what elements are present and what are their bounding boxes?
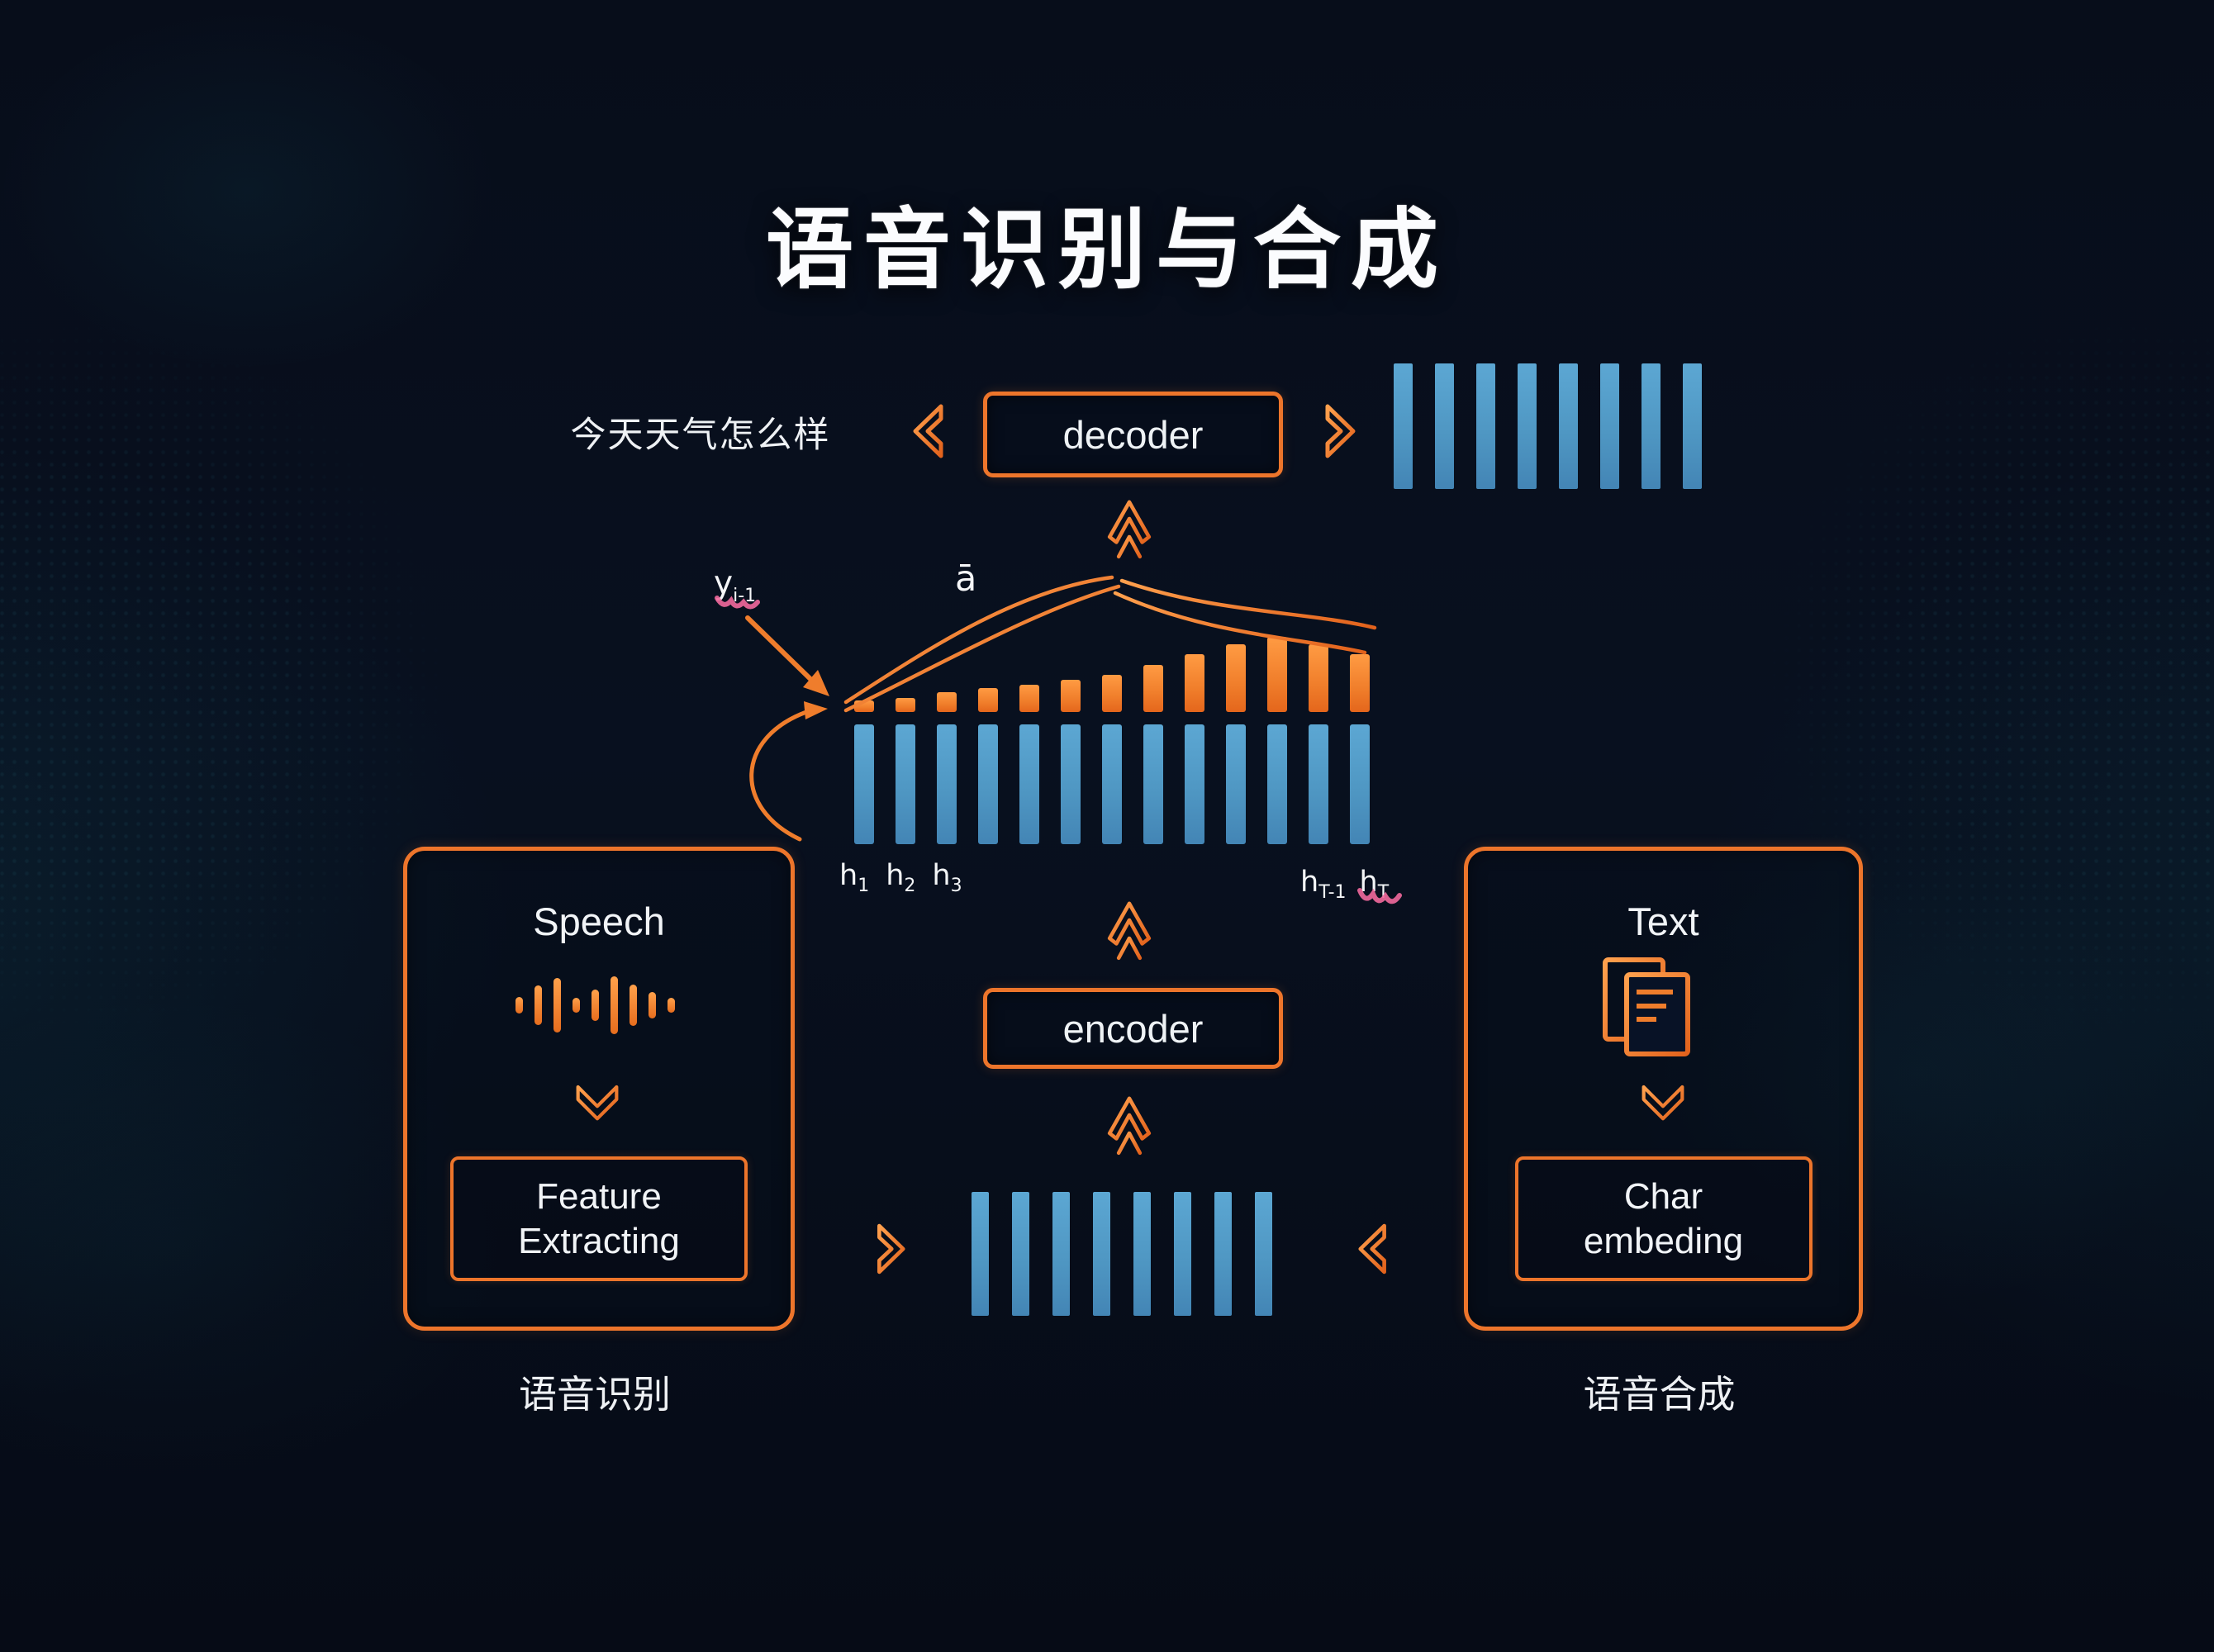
vector-bar: [1435, 363, 1454, 489]
text-title: Text: [1627, 900, 1699, 943]
scribble-under-hT-icon: [1357, 888, 1402, 904]
vector-bar: [1052, 1192, 1070, 1316]
page-title: 语音识别与合成: [766, 202, 1448, 299]
waveform-bar: [630, 985, 637, 1026]
decoder-output-vector-bars: [1394, 363, 1702, 489]
hidden-state-bar: [978, 724, 998, 844]
query-arrow: [745, 615, 829, 696]
hidden-state-labels-left: h1 h2 h3: [839, 859, 962, 896]
speech-title: Speech: [533, 900, 665, 943]
waveform-bar: [649, 992, 656, 1018]
attention-weight-bar: [1185, 654, 1204, 712]
hidden-state-bar: [1019, 724, 1039, 844]
vector-bar: [1683, 363, 1702, 489]
alignment-vector-label: ā: [955, 558, 977, 600]
hidden-state-bar: [1350, 724, 1370, 844]
scribble-under-y-icon: [715, 596, 760, 610]
tts-panel: Text Char embeding: [1464, 847, 1863, 1331]
hidden-state-bar: [1267, 724, 1287, 844]
attention-weight-bar: [1019, 685, 1039, 712]
vector-bar: [1476, 363, 1495, 489]
chevrons-right-icon: [1325, 404, 1356, 458]
hidden-state-bar: [1061, 724, 1081, 844]
hidden-state-bar: [896, 724, 915, 844]
attention-weight-bar: [978, 688, 998, 712]
attention-weight-bar: [1102, 675, 1122, 712]
hidden-state-bar: [854, 724, 874, 844]
vector-bar: [1133, 1192, 1151, 1316]
vector-bar: [1093, 1192, 1110, 1316]
vector-bar: [1174, 1192, 1191, 1316]
h2-label: h2: [886, 859, 916, 896]
chevron-up-icon: [1107, 1096, 1152, 1156]
char-line1: Char: [1623, 1175, 1703, 1217]
attention-weight-bar: [937, 692, 957, 712]
attention-weight-bar: [1309, 644, 1328, 712]
attention-weight-bar: [1267, 637, 1287, 712]
chevrons-left-icon: [913, 404, 943, 458]
query-base: y: [714, 565, 734, 602]
feature-extracting-box: Feature Extracting: [450, 1156, 748, 1281]
h1-label: h1: [839, 859, 870, 896]
hidden-state-bar: [1309, 724, 1328, 844]
char-embedding-box: Char embeding: [1514, 1156, 1813, 1281]
chevron-down-icon: [1641, 1085, 1684, 1121]
vector-bar: [1214, 1192, 1232, 1316]
tts-caption: 语音合成: [1583, 1373, 1736, 1416]
decoder-label: decoder: [1062, 412, 1204, 457]
attention-weight-bar: [1143, 665, 1163, 712]
documents-icon: [1603, 957, 1690, 1056]
vector-bar: [1641, 363, 1660, 489]
attention-weight-bar: [1061, 680, 1081, 712]
vector-bar: [1600, 363, 1619, 489]
asr-caption: 语音识别: [519, 1373, 671, 1416]
hidden-state-bar: [1143, 724, 1163, 844]
attention-query-label: yi-1: [714, 565, 756, 606]
vector-bar: [1012, 1192, 1029, 1316]
vector-bar: [1394, 363, 1413, 489]
feature-line2: Extracting: [518, 1220, 680, 1261]
chevrons-right-icon: [877, 1223, 905, 1275]
hidden-state-bar: [1185, 724, 1204, 844]
attention-weight-bar: [1350, 654, 1370, 712]
waveform-bar: [554, 978, 561, 1032]
attention-weight-bar: [1226, 644, 1246, 712]
vector-bar: [1518, 363, 1537, 489]
hT-1-label: hT-1: [1300, 866, 1347, 903]
context-curved-arrow: [749, 701, 828, 842]
encoder-input-vector-bars: [972, 1192, 1272, 1316]
encoder-box: encoder: [983, 988, 1283, 1069]
attention-brace-right: [1113, 578, 1377, 655]
waveform-bar: [573, 998, 580, 1013]
hidden-state-bar: [1226, 724, 1246, 844]
chevrons-left-icon: [1358, 1223, 1386, 1275]
chevron-up-icon: [1107, 901, 1152, 961]
waveform-bar: [611, 976, 618, 1034]
vector-bar: [1559, 363, 1578, 489]
vector-bar: [972, 1192, 989, 1316]
hidden-state-labels-right: hT-1 hT: [1300, 866, 1389, 903]
decoder-box: decoder: [983, 392, 1283, 477]
chevron-up-icon: [1107, 500, 1152, 559]
encoder-hidden-state-bars: [854, 724, 1370, 844]
decoder-output-text: 今天天气怎么样: [570, 415, 831, 455]
attention-weight-bar: [896, 698, 915, 712]
waveform-bar: [668, 998, 675, 1013]
waveform-bar: [515, 997, 523, 1014]
hidden-state-bar: [1102, 724, 1122, 844]
char-line2: embeding: [1583, 1220, 1744, 1261]
feature-line1: Feature: [536, 1175, 662, 1217]
encoder-label: encoder: [1062, 1006, 1204, 1051]
hidden-state-bar: [937, 724, 957, 844]
waveform-bar: [592, 990, 599, 1021]
waveform-bar: [534, 985, 542, 1025]
waveform-icon: [515, 966, 675, 1045]
asr-panel: Speech Feature Extracting: [403, 847, 795, 1331]
h3-label: h3: [932, 859, 962, 896]
chevron-down-icon: [576, 1085, 619, 1121]
attention-brace-left: [843, 575, 1121, 713]
vector-bar: [1255, 1192, 1272, 1316]
